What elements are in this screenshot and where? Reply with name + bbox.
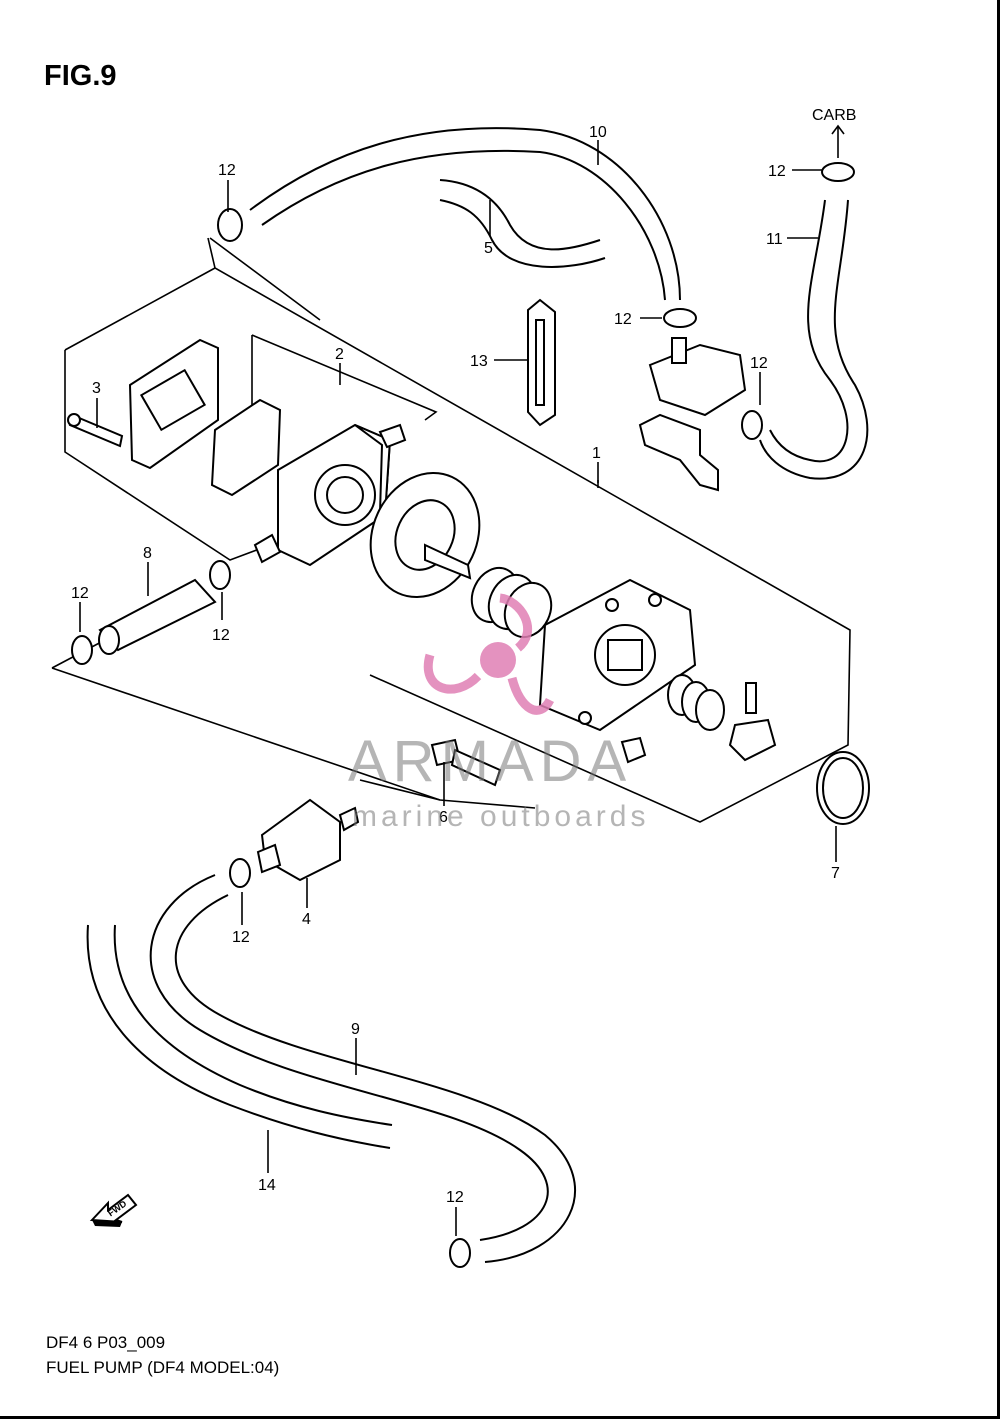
- hose-10-inner: [261, 149, 666, 301]
- callout-12-d: 12: [750, 355, 768, 372]
- hose-9-outer: [149, 874, 549, 1241]
- diaphragm: [369, 471, 481, 599]
- armada-logo-icon: [423, 593, 555, 715]
- diagram-caption: FUEL PUMP (DF4 MODEL:04): [46, 1358, 280, 1377]
- hose-5-outer: [439, 179, 601, 251]
- figure-title: FIG.9: [44, 60, 117, 92]
- fuel-cock: [638, 337, 747, 492]
- watermark-brand: ARMADA: [348, 729, 633, 794]
- valve-spring-group: [620, 674, 777, 764]
- pump-spring: [470, 566, 553, 639]
- callout-12-a: 12: [218, 162, 236, 179]
- pipe: [98, 578, 217, 655]
- callout-7: 7: [831, 865, 840, 882]
- gasket-plate: [128, 338, 282, 497]
- callout-labels: 10 12 5 CARB 12 11 12 12 13 3 2 1 8 12 1…: [71, 107, 856, 1206]
- callout-12-f: 12: [212, 627, 230, 644]
- callout-11: 11: [766, 231, 783, 248]
- screw: [67, 413, 124, 448]
- callout-12-h: 12: [446, 1189, 464, 1206]
- hose-clamp-bracket: [527, 298, 556, 427]
- callout-13: 13: [470, 353, 488, 370]
- watermark-tagline: marine outboards: [352, 800, 650, 833]
- carb-label: CARB: [812, 107, 856, 124]
- hose-5-inner: [439, 199, 606, 268]
- callout-14: 14: [258, 1177, 276, 1194]
- callout-10: 10: [589, 124, 607, 141]
- hose-14-inner: [113, 924, 393, 1126]
- hose-9-inner: [174, 894, 576, 1263]
- hose-10-outer: [249, 127, 681, 301]
- clip-set: [71, 162, 855, 1268]
- hose-11-inner: [759, 199, 869, 480]
- diagram-code: DF4 6 P03_009: [46, 1333, 166, 1352]
- pump-body: [253, 423, 407, 567]
- callout-1: 1: [592, 445, 601, 462]
- hose-11-outer: [769, 199, 849, 463]
- callout-5: 5: [484, 240, 493, 257]
- callout-12-b: 12: [768, 163, 786, 180]
- callout-8: 8: [143, 545, 152, 562]
- o-ring-inner: [822, 757, 864, 819]
- callout-4: 4: [302, 911, 311, 928]
- fuel-filter: [256, 798, 360, 882]
- callout-12-c: 12: [614, 311, 632, 328]
- leader-lines: [79, 124, 845, 1236]
- callout-12-g: 12: [232, 929, 250, 946]
- callout-9: 9: [351, 1021, 360, 1038]
- callout-12-e: 12: [71, 585, 89, 602]
- hose-14-outer: [86, 924, 391, 1149]
- fwd-arrow-icon: FWD: [89, 1193, 138, 1227]
- bolt: [430, 738, 502, 787]
- callout-6: 6: [439, 809, 448, 826]
- callout-3: 3: [92, 380, 101, 397]
- callout-2: 2: [335, 346, 344, 363]
